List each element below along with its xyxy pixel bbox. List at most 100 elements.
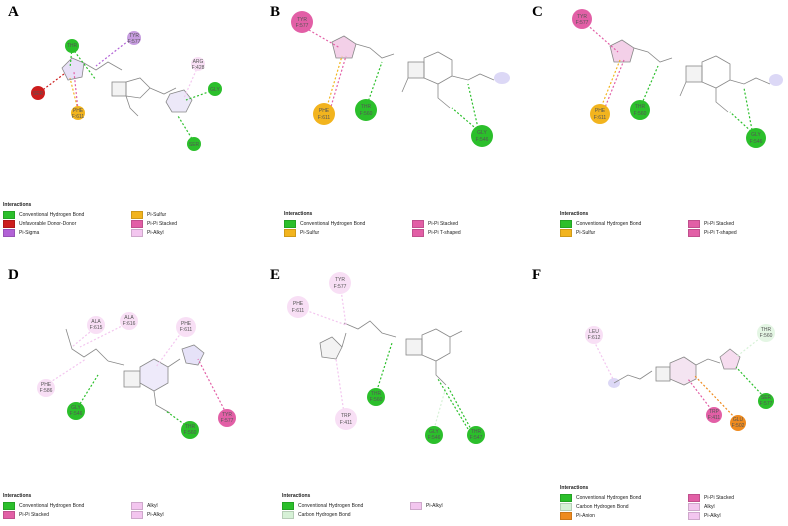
panel-e: E TYR F:577 PHE F:611 <box>262 263 524 526</box>
svg-text:TYR: TYR <box>222 412 232 418</box>
legend-swatch <box>284 219 296 228</box>
residue-phe: PHE F:611 <box>287 296 309 318</box>
svg-text:TYR: TYR <box>129 33 139 39</box>
legend-item: Pi-Sulfur <box>560 228 688 237</box>
unfavorable-line <box>39 73 65 93</box>
residue-thr: THR F:560 <box>367 388 385 406</box>
svg-text:F:547: F:547 <box>470 435 483 441</box>
interaction-diagram: THR TYR F:577 SER PHE F:611 ARG F:428 GL… <box>31 31 222 151</box>
panel-d: D ALA F:615 ALA F:616 <box>0 263 262 526</box>
residue-ser: SER F:577 <box>758 393 774 409</box>
ligand-structure <box>65 328 205 414</box>
svg-text:F:611: F:611 <box>180 327 193 333</box>
legend-swatch <box>131 510 143 519</box>
svg-text:F:502: F:502 <box>732 423 745 429</box>
svg-text:SER: SER <box>761 395 772 401</box>
svg-text:PHE: PHE <box>41 382 52 388</box>
pi-sulfur-line <box>69 77 79 111</box>
legend-swatch <box>131 228 143 237</box>
svg-text:F:612: F:612 <box>588 335 601 341</box>
residue-thr: THR F:560 <box>181 421 199 439</box>
residue-ala: ALA F:615 <box>87 316 105 334</box>
legend-item: Pi-Pi T-shaped <box>412 228 512 237</box>
interaction-diagram: TYR F:577 PHE F:611 THR F:560 TRP F:411 … <box>287 272 485 444</box>
residue-tyr: TYR F:577 <box>218 409 236 427</box>
svg-text:F:577: F:577 <box>576 20 589 26</box>
panel-letter: B <box>270 4 281 20</box>
panel-a: A THR TYR <box>0 0 262 263</box>
legend: Interactions Conventional Hydrogen Bond … <box>3 493 231 519</box>
residue-tyr: TYR F:577 <box>291 11 313 33</box>
svg-text:PHE: PHE <box>73 108 84 114</box>
svg-text:THR: THR <box>635 104 646 110</box>
panel-letter: E <box>270 267 281 283</box>
residue-thr: THR F:560 <box>757 324 775 342</box>
legend-swatch <box>410 501 422 510</box>
legend-swatch <box>282 501 294 510</box>
residue-phe-2: PHE F:586 <box>37 379 55 397</box>
legend-item: Pi-Alkyl <box>131 510 231 519</box>
residue-glu: GLU F:502 <box>730 415 746 431</box>
ligand-structure <box>609 39 783 113</box>
legend-item: Conventional Hydrogen Bond <box>282 501 410 510</box>
legend-title: Interactions <box>282 493 311 499</box>
residue-thr: THR F:560 <box>630 100 650 120</box>
svg-text:TYR: TYR <box>577 14 587 20</box>
svg-text:ARG: ARG <box>193 59 204 65</box>
legend-item: Conventional Hydrogen Bond <box>560 493 688 502</box>
svg-text:F:560: F:560 <box>634 111 647 117</box>
legend-swatch <box>3 210 15 219</box>
legend-item: Conventional Hydrogen Bond <box>284 219 412 228</box>
legend-swatch <box>688 511 700 520</box>
svg-text:F:611: F:611 <box>318 115 331 121</box>
legend-item: Carbon Hydrogen Bond <box>560 502 688 511</box>
legend-swatch <box>282 510 294 519</box>
legend-item: Unfavorable Donor-Donor <box>3 219 131 228</box>
legend-title: Interactions <box>284 211 313 217</box>
svg-text:F:586: F:586 <box>40 388 53 394</box>
legend-swatch <box>560 502 572 511</box>
svg-text:TYR: TYR <box>297 17 307 23</box>
svg-text:F:611: F:611 <box>72 114 85 120</box>
svg-text:LEU: LEU <box>589 329 599 335</box>
pi-sigma-line <box>95 37 133 67</box>
svg-text:GLY: GLY <box>429 429 439 435</box>
legend-item: Pi-Pi Stacked <box>688 219 788 228</box>
legend-item: Conventional Hydrogen Bond <box>560 219 688 228</box>
svg-text:F:615: F:615 <box>90 325 103 331</box>
svg-text:F:546: F:546 <box>476 137 489 143</box>
legend-title: Interactions <box>3 493 32 499</box>
legend-swatch <box>560 493 572 502</box>
legend-swatch <box>560 511 572 520</box>
svg-text:F:411: F:411 <box>340 420 353 426</box>
svg-text:PHE: PHE <box>595 108 606 114</box>
panel-c: C TYR F:577 PHE F:611 <box>524 0 786 263</box>
residue-trp: TRP F:411 <box>706 407 722 423</box>
svg-text:F:560: F:560 <box>370 397 383 403</box>
residue-ser-2: SER <box>187 137 201 151</box>
svg-text:PHE: PHE <box>293 301 304 307</box>
legend-item: Alkyl <box>688 502 788 511</box>
legend-item: Pi-Alkyl <box>688 511 788 520</box>
panel-f: F LEU F:612 THR F:560 SE <box>524 263 786 526</box>
panel-letter: C <box>532 4 543 20</box>
interaction-diagram: TYR F:577 PHE F:611 THR F:560 GLY F:546 <box>572 9 783 148</box>
legend-swatch <box>412 228 424 237</box>
svg-text:F:411: F:411 <box>708 415 721 421</box>
legend-swatch <box>688 219 700 228</box>
legend: Interactions Conventional Hydrogen Bond … <box>560 211 788 237</box>
legend-swatch <box>560 219 572 228</box>
residue-tyr: TYR F:577 <box>572 9 592 29</box>
legend-swatch <box>560 228 572 237</box>
svg-text:THR: THR <box>761 327 772 333</box>
interaction-diagram: LEU F:612 THR F:560 SER F:577 TRP F:411 … <box>585 324 775 431</box>
legend: Interactions Conventional Hydrogen Bond … <box>560 485 788 520</box>
svg-text:F:611: F:611 <box>292 308 305 314</box>
legend-swatch <box>131 501 143 510</box>
svg-text:F:428: F:428 <box>192 65 205 71</box>
panel-letter: D <box>8 267 19 283</box>
svg-text:THR: THR <box>185 424 196 430</box>
legend: Interactions Conventional Hydrogen Bond … <box>282 493 510 519</box>
svg-text:F:560: F:560 <box>184 430 197 436</box>
residue-gly: GLY F:546 <box>471 125 493 147</box>
